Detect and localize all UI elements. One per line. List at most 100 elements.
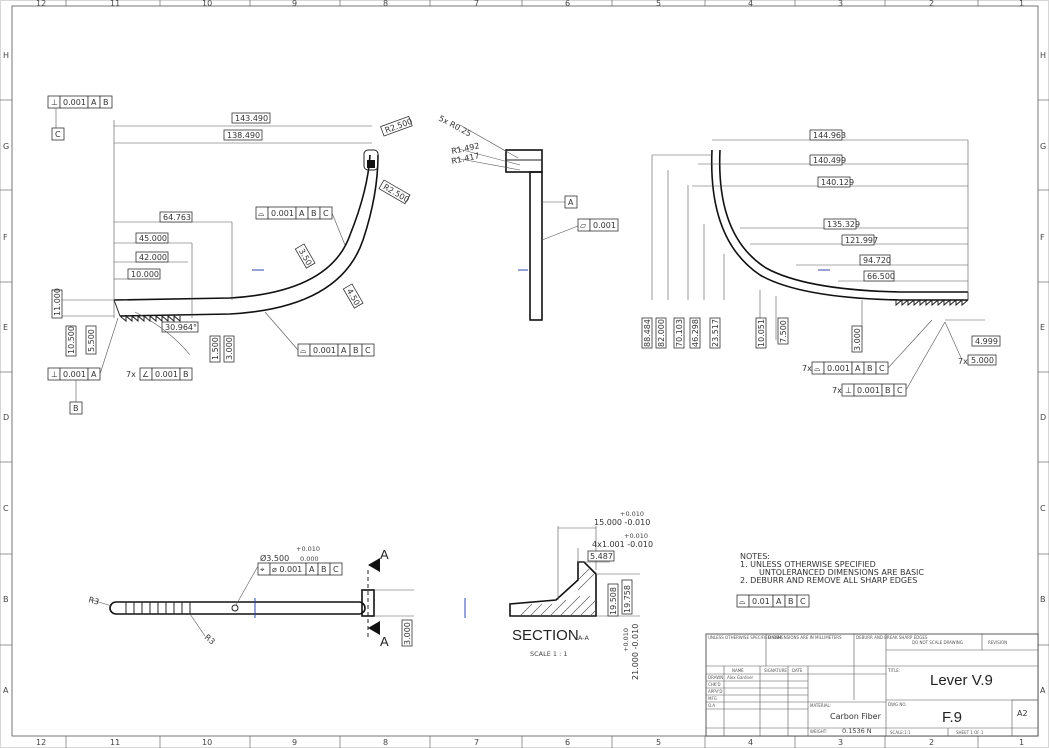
tb-chkd: CHK'D: [708, 682, 721, 687]
svg-text:B: B: [73, 404, 79, 413]
svg-text:⌓: ⌓: [739, 597, 746, 606]
sec-dim-4x1001: 4x1.001 -0.010: [592, 540, 653, 549]
zone-col-top: 5: [656, 0, 661, 8]
dim-121997: 121.997: [845, 236, 878, 245]
svg-text:0.001: 0.001: [63, 98, 86, 107]
dim-r3-left: R3: [87, 595, 100, 606]
svg-text:∠: ∠: [142, 370, 149, 379]
dim-10051: 10.051: [757, 319, 766, 347]
side-view: 5x R0.25 R1.492 R1.417 A ▱ 0.001: [437, 114, 619, 321]
tb-finish: FINISH:: [768, 635, 783, 640]
datum-c: [51, 127, 65, 141]
dim-88484: 88.484: [643, 319, 652, 347]
lever-teeth: [119, 314, 181, 323]
section-subtitle: A-A: [578, 634, 590, 642]
tb-dwg-no: F.9: [942, 709, 962, 726]
zone-col-bottom: 3: [838, 738, 843, 747]
top-view: R3 R3 +0.010 Ø3.500 0.000 ⌖ ⌀ 0.001 A B …: [87, 545, 466, 649]
svg-text:B: B: [321, 565, 327, 574]
dim-r2500-a: R2.500: [384, 117, 414, 135]
zone-col-top: 10: [202, 0, 212, 8]
dim-70103: 70.103: [675, 319, 684, 347]
svg-text:0.001: 0.001: [857, 386, 880, 395]
hole-tol-lower: 0.000: [300, 555, 319, 563]
svg-text:B: B: [788, 597, 794, 606]
fcf-perpendicularity-ab: ⊥ 0.001 A B: [47, 95, 113, 109]
zone-row-right: D: [1040, 413, 1046, 422]
tb-weight-label: WEIGHT:: [810, 729, 827, 734]
svg-text:B: B: [311, 209, 317, 218]
zone-col-bottom: 7: [474, 738, 479, 747]
svg-text:B: B: [885, 386, 891, 395]
svg-text:▱: ▱: [580, 221, 587, 230]
dim-3000-top: 3.000: [403, 622, 412, 645]
note-1a: 1. UNLESS OTHERWISE SPECIFIED: [740, 560, 876, 569]
svg-text:C: C: [55, 130, 61, 139]
dim-135329: 135.329: [827, 220, 860, 229]
sec-dim-15000: 15.000 -0.010: [594, 518, 650, 527]
dim-10000: 10.000: [131, 270, 159, 279]
svg-text:C: C: [365, 346, 371, 355]
title-block: UNLESS OTHERWISE SPECIFIED: DIMENSIONS A…: [705, 633, 1039, 737]
fcf-perp-count: 7x: [832, 386, 842, 395]
svg-text:B: B: [867, 364, 873, 373]
tb-unless: UNLESS OTHERWISE SPECIFIED: DIMENSIONS A…: [708, 635, 842, 640]
svg-text:A: A: [91, 98, 97, 107]
sec-tol-1: +0.010: [620, 510, 644, 518]
fcf-position-abc: ⌖ ⌀ 0.001 A B C: [257, 562, 343, 576]
zone-col-bottom: 5: [656, 738, 661, 747]
svg-text:A: A: [299, 209, 305, 218]
zone-col-bottom: 2: [929, 738, 934, 747]
zone-row-left: B: [3, 595, 9, 604]
tb-material-label: MATERIAL:: [810, 703, 831, 708]
zone-row-right: C: [1040, 504, 1046, 513]
side-head: [505, 149, 543, 173]
side-shaft: [529, 171, 543, 321]
svg-text:A: A: [341, 346, 347, 355]
lever-inner-edge: [119, 154, 379, 317]
section-arrow-bottom: [368, 621, 380, 635]
tb-col-signature: SIGNATURE: [764, 668, 787, 673]
section-a-a: +0.010 15.000 -0.010 +0.010 4x1.001 -0.0…: [509, 510, 653, 680]
tb-deburr: DEBURR AND BREAK SHARP EDGES: [856, 635, 928, 640]
tb-col-date: DATE: [792, 668, 803, 673]
svg-text:A: A: [568, 198, 574, 207]
note-1b: UNTOLERANCED DIMENSIONS ARE BASIC: [759, 568, 924, 577]
dim-3000-right: 3.000: [853, 328, 862, 351]
svg-text:C: C: [323, 209, 329, 218]
zone-row-right: G: [1040, 142, 1046, 151]
fcf-angularity-count: 7x: [126, 370, 136, 379]
zone-row-right: A: [1040, 686, 1046, 695]
dim-3000: 3.000: [225, 337, 234, 360]
svg-text:A: A: [91, 370, 97, 379]
dim-r2500-b: R2.500: [382, 182, 411, 204]
fcf-flatness: ▱ 0.001: [577, 218, 619, 232]
sheet-inner-border: [11, 5, 1039, 737]
svg-text:⌓: ⌓: [300, 346, 307, 355]
tb-drawn: DRAWN: [708, 675, 723, 680]
svg-text:0.001: 0.001: [827, 364, 850, 373]
section-arrow-top: [368, 558, 380, 572]
hole-diameter: Ø3.500: [260, 553, 289, 563]
tb-title-label: TITLE:: [887, 668, 900, 673]
section-profile: [509, 561, 597, 617]
section-title: SECTION: [512, 627, 579, 644]
svg-text:C: C: [333, 565, 339, 574]
dim-angle: 30.964°: [165, 323, 197, 332]
svg-text:0.001: 0.001: [271, 209, 294, 218]
dim-7500: 7.500: [779, 320, 788, 343]
tb-revision: REVISION: [988, 640, 1007, 645]
lever-right-inner: [718, 149, 968, 293]
note-2: 2. DEBURR AND REMOVE ALL SHARP EDGES: [740, 576, 917, 585]
zone-col-top: 2: [929, 0, 934, 8]
tb-drawing-title: Lever V.9: [930, 672, 993, 689]
zone-row-right: F: [1040, 233, 1045, 242]
svg-text:⌀ 0.001: ⌀ 0.001: [272, 565, 302, 574]
zone-row-left: F: [3, 233, 8, 242]
dim-r3-bottom: R3: [203, 633, 217, 647]
tb-mfg: MFG: [708, 696, 717, 701]
sec-dim-21000: 21.000 -0.010: [631, 624, 640, 680]
zone-row-right: E: [1040, 323, 1045, 332]
sec-dim-5487: 5.487: [590, 552, 613, 561]
